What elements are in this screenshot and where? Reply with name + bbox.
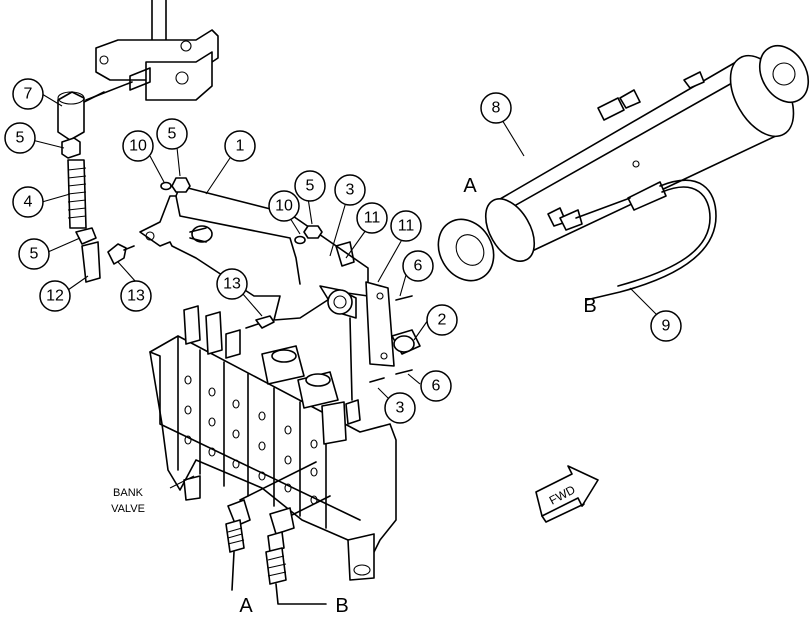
hose-end-b-valve: B [335, 595, 348, 617]
svg-text:10: 10 [129, 138, 147, 155]
rod-end-assembly [57, 91, 135, 283]
callout-8: 8 [480, 92, 512, 124]
callout-13-b: 13 [216, 268, 248, 300]
svg-text:12: 12 [46, 288, 64, 305]
svg-text:5: 5 [16, 130, 25, 147]
svg-text:5: 5 [306, 178, 315, 195]
callout-4: 4 [12, 186, 44, 218]
bank-valve-label-line2: VALVE [111, 503, 145, 515]
svg-text:2: 2 [438, 312, 447, 329]
callout-11-b: 11 [390, 210, 422, 242]
svg-text:11: 11 [398, 218, 415, 235]
svg-text:5: 5 [30, 246, 39, 263]
callout-6-b: 6 [420, 370, 452, 402]
callout-11-a: 11 [356, 202, 388, 234]
svg-text:3: 3 [396, 400, 405, 417]
callout-10-a: 10 [122, 130, 154, 162]
upper-linkage-bracket [85, 0, 219, 101]
hose [585, 179, 717, 301]
hose-end-a-cylinder: A [463, 175, 477, 197]
svg-text:13: 13 [223, 276, 241, 293]
callout-10-b: 10 [268, 190, 300, 222]
callout-5-a: 5 [4, 122, 36, 154]
callout-3-b: 3 [384, 392, 416, 424]
svg-text:7: 7 [24, 86, 33, 103]
svg-text:5: 5 [168, 126, 177, 143]
callout-5-b: 5 [18, 238, 50, 270]
callout-12: 12 [39, 280, 71, 312]
svg-text:8: 8 [492, 100, 501, 117]
callout-5-d: 5 [294, 170, 326, 202]
callout-9: 9 [650, 310, 682, 342]
svg-text:4: 4 [24, 194, 33, 211]
callout-5-c: 5 [156, 118, 188, 150]
svg-text:10: 10 [275, 198, 293, 215]
callout-1: 1 [224, 130, 256, 162]
hose-end-b-cylinder: B [583, 295, 596, 317]
hydraulic-cylinder [437, 44, 810, 282]
callout-7: 7 [12, 78, 44, 110]
callout-13-a: 13 [120, 280, 152, 312]
washers-and-nuts [160, 177, 323, 329]
valve-hose-fittings [225, 499, 327, 605]
svg-text:9: 9 [662, 318, 671, 335]
forward-arrow: FWD [535, 465, 599, 523]
callout-6-a: 6 [402, 250, 434, 282]
svg-text:6: 6 [414, 258, 423, 275]
svg-text:13: 13 [127, 288, 145, 305]
callout-3-a: 3 [334, 174, 366, 206]
svg-text:3: 3 [346, 182, 355, 199]
svg-text:6: 6 [432, 378, 441, 395]
svg-text:1: 1 [236, 138, 245, 155]
main-bracket [139, 185, 421, 401]
svg-text:11: 11 [364, 210, 381, 227]
bank-valve-label-line1: BANK [113, 487, 144, 499]
hose-end-a-valve: A [239, 595, 253, 617]
callout-2: 2 [426, 304, 458, 336]
